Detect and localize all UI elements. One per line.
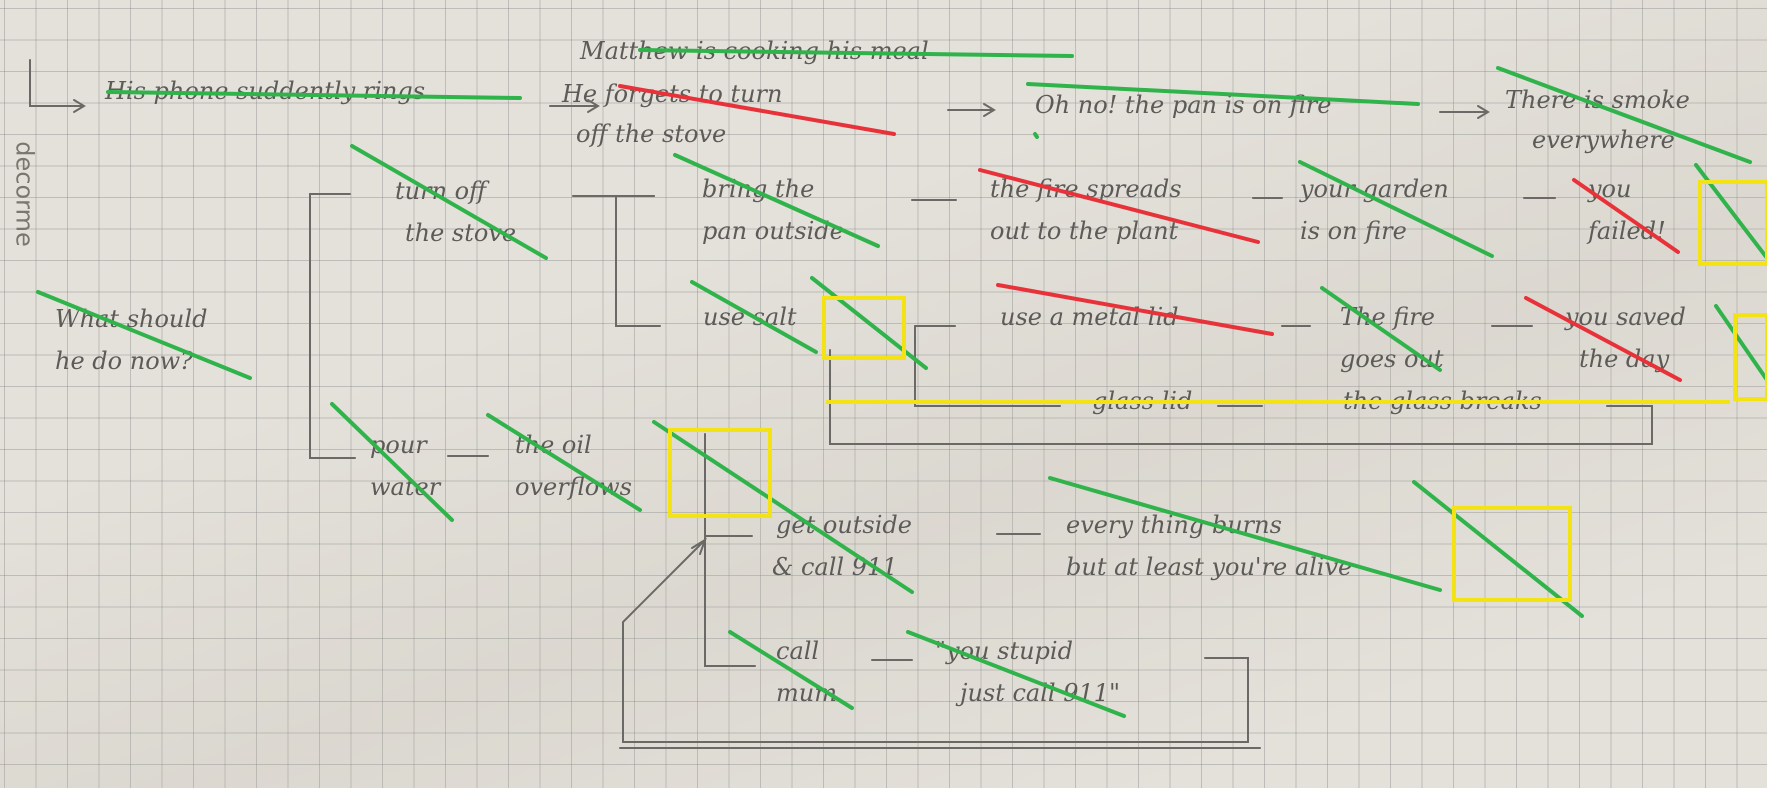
arrow-forgets-ohno [947, 103, 996, 117]
green-strike-mum [728, 630, 854, 710]
green-strike-bring [673, 153, 880, 248]
green-strike-burns [1048, 476, 1442, 592]
red-strike-spreads [978, 168, 1260, 244]
salt-node: use salt [703, 296, 797, 338]
yellow-box-corner-top [1698, 180, 1767, 266]
red-strike-saved [1524, 296, 1682, 382]
box-glass-loop [829, 349, 1653, 445]
bracket-outside-mum [704, 433, 756, 667]
smoke-line-1: There is smoke [1505, 86, 1690, 114]
green-strike-title [638, 48, 1074, 58]
yellow-marks [668, 180, 1767, 602]
question-line-2: he do now? [55, 347, 194, 375]
metal-lid-text: use a metal lid [1000, 303, 1179, 331]
goes-out-node: The fire goes out [1340, 296, 1444, 380]
red-strike-metal [996, 283, 1274, 336]
green-strike-salt [690, 280, 818, 354]
green-strike-salt-box [810, 276, 928, 370]
failed-line-2: failed! [1588, 217, 1666, 245]
bring-node: bring the pan outside [702, 168, 844, 252]
green-strike-phone [106, 90, 522, 100]
green-strike-corner [1694, 163, 1767, 260]
spreads-line-2: out to the plant [990, 217, 1179, 245]
garden-line-2: is on fire [1300, 217, 1407, 245]
metal-lid-node: use a metal lid [1000, 296, 1178, 338]
failed-line-1: you [1588, 175, 1632, 203]
green-strike-goesout [1320, 286, 1442, 372]
forgets-line-2: off the stove [576, 120, 727, 148]
smoke-node: There is smoke everywhere [1505, 80, 1690, 160]
arrow-phone-forgets [549, 99, 600, 113]
green-dot [1033, 132, 1039, 139]
red-strikes [618, 84, 1682, 382]
red-strike-forgets [618, 84, 896, 136]
yellow-box-right [1452, 506, 1572, 602]
bracket-main [309, 193, 356, 459]
green-strike-overflows [486, 413, 642, 512]
turn-off-line-2: the stove [405, 219, 517, 247]
saved-line-1: you saved [1565, 303, 1686, 331]
pour-node: pour water [370, 424, 440, 508]
green-strike-ohno [1026, 82, 1420, 106]
arrow-ohno-smoke [1439, 105, 1490, 119]
green-strike-smoke [1496, 66, 1752, 164]
green-strike-garden [1298, 160, 1494, 258]
bring-line-1: bring the [702, 175, 815, 203]
bracket-salt-glass [914, 325, 1061, 407]
green-strike-turnoff [350, 144, 548, 260]
red-strike-failed [1572, 178, 1680, 254]
green-strike-box-left [652, 420, 914, 594]
mum-line-1: call [776, 637, 820, 665]
green-strike-saved-edge [1714, 304, 1767, 382]
overflows-line-2: overflows [515, 473, 632, 501]
yellow-box-left [668, 428, 772, 518]
yellow-box-corner-mid [1733, 313, 1767, 401]
start-arrow [29, 59, 86, 113]
goes-out-line-1: The fire [1340, 303, 1435, 331]
bracket-turnoff-branches [615, 195, 661, 327]
green-strike-question [36, 290, 252, 380]
green-strike-box-right [1412, 480, 1584, 618]
loop-back-box [622, 537, 1249, 743]
yellow-box-salt [822, 296, 906, 360]
garden-node: your garden is on fire [1300, 168, 1449, 252]
pour-line-1: pour [370, 431, 427, 459]
pencil-connectors [29, 59, 1653, 749]
green-strike-pour [330, 402, 454, 522]
failed-node: you failed! [1588, 168, 1666, 252]
burns-line-2: but at least you're alive [1066, 553, 1353, 581]
salt-text: use salt [703, 303, 797, 331]
smoke-line-2: everywhere [1532, 126, 1675, 154]
turn-off-node: turn off the stove [395, 170, 516, 254]
green-strikes [36, 48, 1767, 718]
green-strike-stupid [906, 630, 1126, 718]
